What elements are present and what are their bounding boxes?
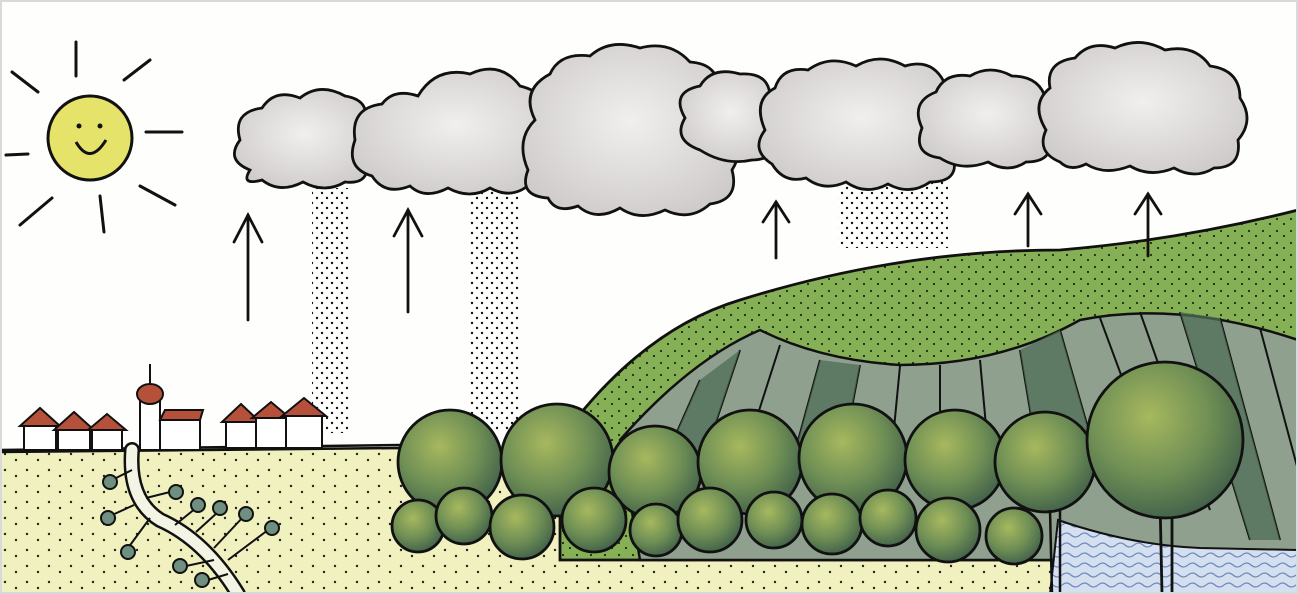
tree-icon [436,488,492,544]
tree-icon [490,495,554,559]
tree-icon [860,490,916,546]
tree-icon [986,508,1042,564]
tree-icon [995,412,1095,512]
tree-icon [562,488,626,552]
tree-icon [678,488,742,552]
tree-icon [916,498,980,562]
tree-icon [746,492,802,548]
cloud-icon [918,70,1056,168]
tree-icon [802,494,862,554]
tree-icon [905,410,1005,510]
tree-icon [630,504,682,556]
